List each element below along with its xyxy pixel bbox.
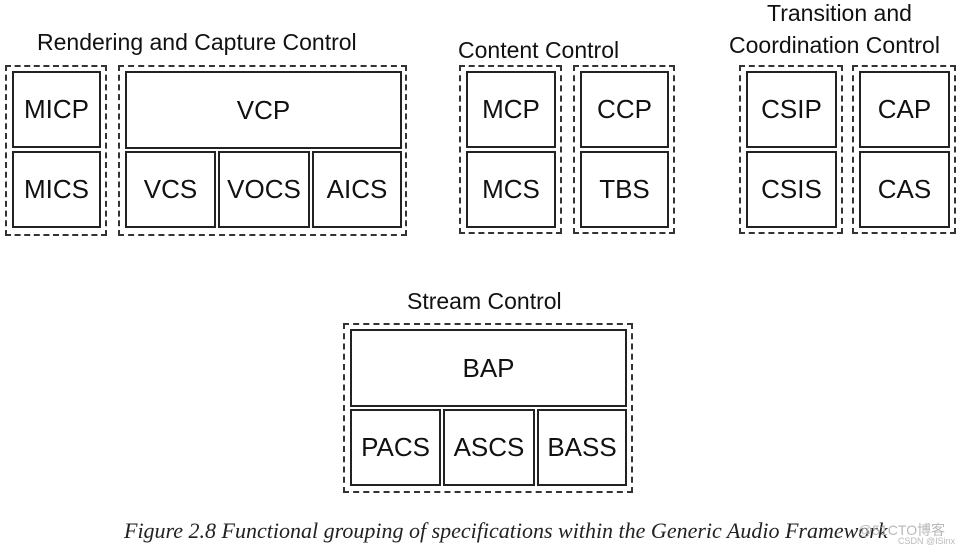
pacs-box: PACS [350,409,441,486]
call-control-group: CCP TBS [573,65,675,234]
aics-box: AICS [312,151,402,228]
content-control-title: Content Control [458,37,620,63]
transition-title-line1: Transition and [767,0,912,26]
bap-box: BAP [350,329,627,407]
micp-box: MICP [12,71,101,148]
cap-box: CAP [859,71,950,148]
stream-group: BAP PACS ASCS BASS [343,323,633,493]
vcp-box: VCP [125,71,402,149]
mics-box: MICS [12,151,101,228]
mcs-box: MCS [466,151,556,228]
mcp-box: MCP [466,71,556,148]
ascs-box: ASCS [443,409,535,486]
mic-group: MICP MICS [5,65,107,236]
tbs-box: TBS [580,151,669,228]
cas-box: CAS [859,151,950,228]
rendering-capture-title: Rendering and Capture Control [37,29,357,55]
stream-control-title: Stream Control [407,288,562,314]
media-control-group: MCP MCS [459,65,562,234]
csis-box: CSIS [746,151,837,228]
transition-title-line2: Coordination Control [729,32,940,58]
common-audio-group: CAP CAS [852,65,956,234]
bass-box: BASS [537,409,627,486]
watermark: @51CTO博客 [858,522,946,538]
figure-caption: Figure 2.8 Functional grouping of specif… [124,518,888,543]
vocs-box: VOCS [218,151,310,228]
vcs-box: VCS [125,151,216,228]
coordinated-set-group: CSIP CSIS [739,65,843,234]
ccp-box: CCP [580,71,669,148]
watermark-small: CSDN @ISinx [898,536,956,546]
csip-box: CSIP [746,71,837,148]
volume-group: VCP VCS VOCS AICS [118,65,407,236]
